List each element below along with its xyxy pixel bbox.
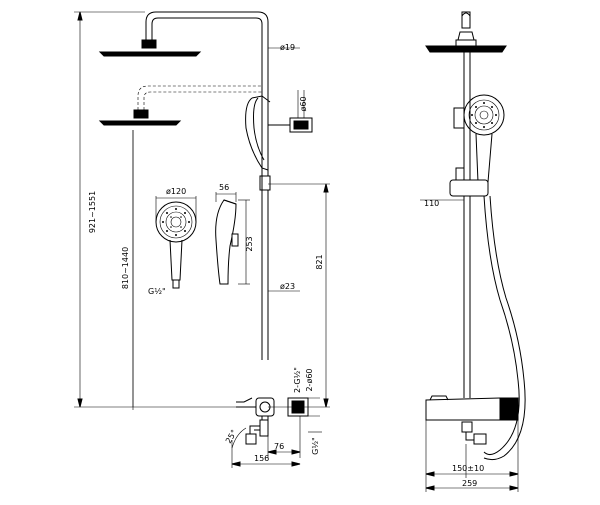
dim-d23: ø23 xyxy=(280,282,295,291)
dim-821: 821 xyxy=(315,254,324,269)
hose-inner xyxy=(483,195,526,461)
hand-shower-detail: ø120 G½" 56 253 xyxy=(148,183,254,296)
top-rain-head xyxy=(98,39,202,57)
dim-810-1440: 810~1440 xyxy=(121,247,130,289)
dim-2-g-half: 2-G½" xyxy=(293,367,302,393)
dim-76: 76 xyxy=(274,442,284,451)
side-bracket xyxy=(268,90,313,133)
dim-d19: ø19 xyxy=(280,43,295,52)
hand-shower-handle xyxy=(169,239,183,281)
dim-w110: 110 xyxy=(424,199,439,208)
lowered-rain-head xyxy=(98,109,182,126)
dim-921-1551: 921~1551 xyxy=(88,191,97,233)
riser-pipe-inner xyxy=(151,17,263,360)
dim-150: 150±10 xyxy=(452,464,484,473)
side-view: 110 150±10 259 xyxy=(420,11,526,492)
dim-2-d60: 2-ø60 xyxy=(305,368,314,391)
hand-shower-profile xyxy=(215,199,237,285)
dim-g-half-spout: G½" xyxy=(311,437,320,455)
dim-g-half-hand: G½" xyxy=(148,287,166,296)
dim-d120: ø120 xyxy=(166,187,186,196)
rain-head-side xyxy=(425,45,507,53)
hose-outer xyxy=(483,195,520,456)
dim-angle-25: 25° xyxy=(224,428,239,445)
riser-top-cap xyxy=(461,11,471,29)
front-view: 921~1551 810~1440 821 ø19 ø60 ø23 2-G½" … xyxy=(74,11,330,468)
mixer-front xyxy=(236,397,309,445)
lowered-arm-dashed xyxy=(137,85,262,110)
angle-arc xyxy=(231,427,247,449)
dim-w56: 56 xyxy=(219,183,229,192)
riser-pipe-outer xyxy=(145,11,269,360)
hand-shower-front xyxy=(245,95,271,191)
dim-156: 156 xyxy=(254,454,269,463)
dim-259: 259 xyxy=(462,479,477,488)
dim-d60-top: ø60 xyxy=(299,96,308,111)
dim-h253: 253 xyxy=(245,236,254,251)
lowered-arm-dashed-inner xyxy=(143,91,262,110)
slider-holder xyxy=(449,179,489,197)
